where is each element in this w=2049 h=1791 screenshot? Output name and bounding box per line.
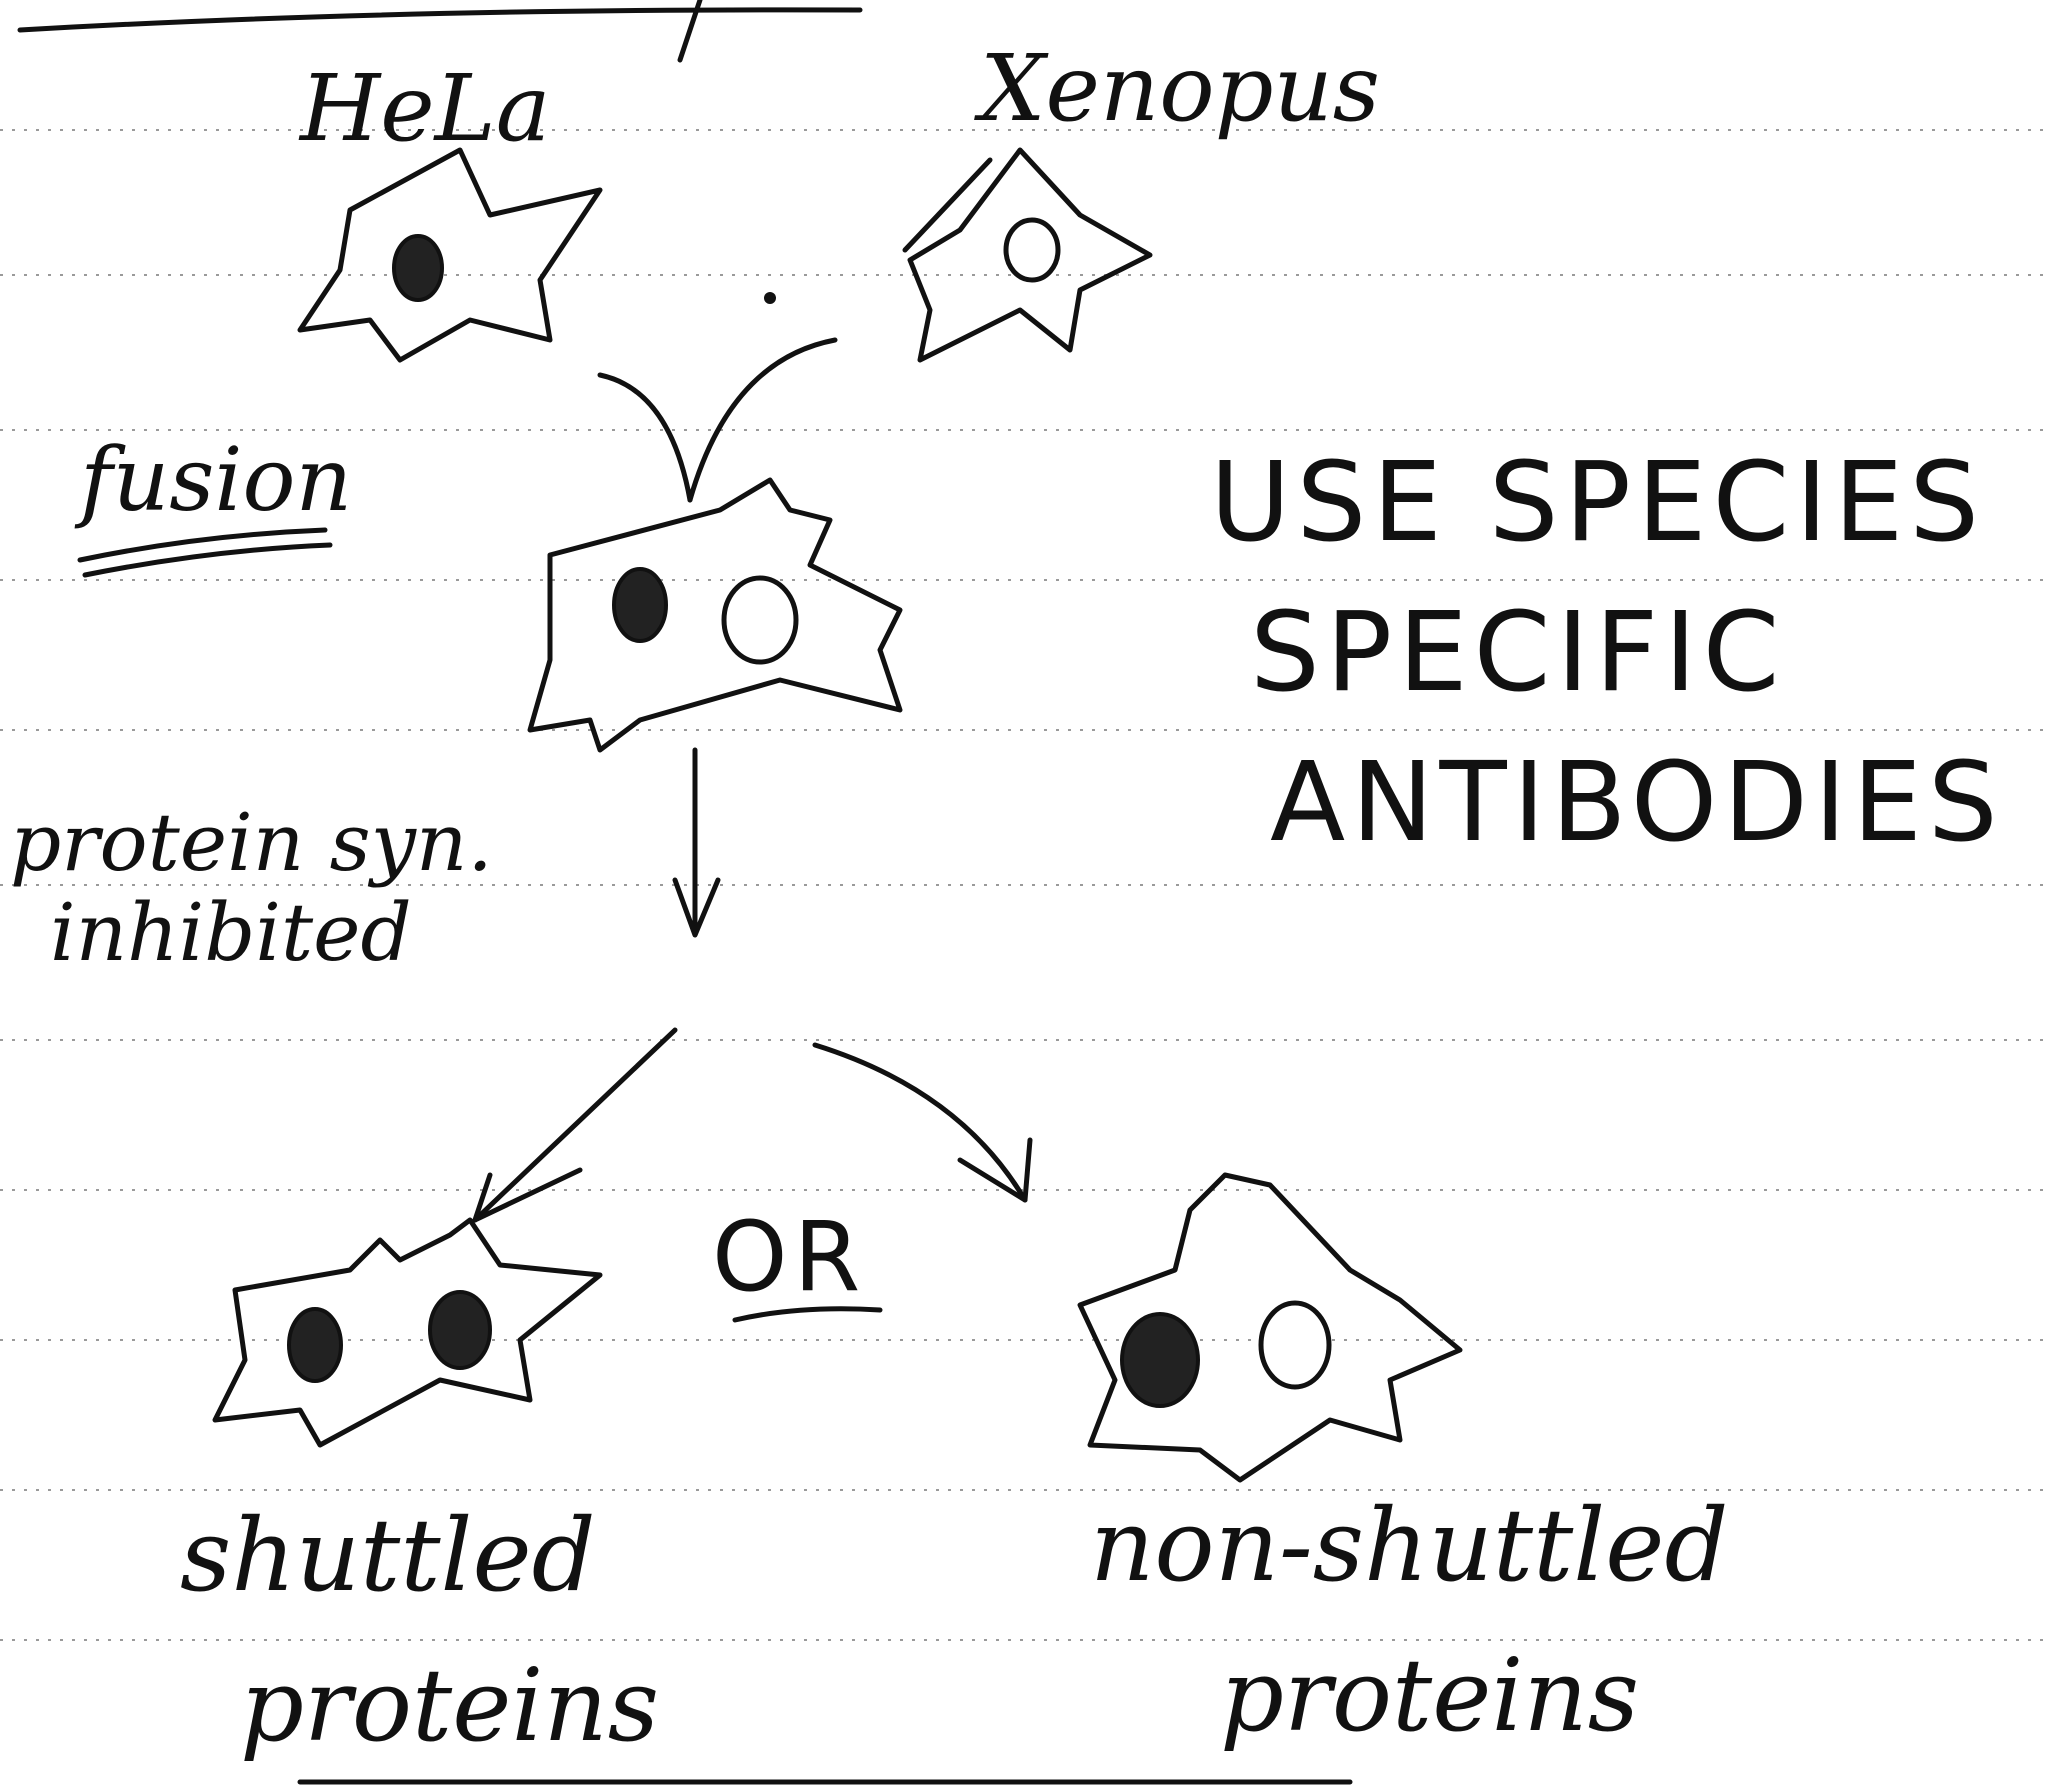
xenopus-label: Xenopus: [974, 35, 1380, 142]
nonshuttled-label-line1: non-shuttled: [1090, 1487, 1728, 1604]
hela-cell-icon: [300, 150, 600, 360]
method-line-2: SPECIFIC: [1250, 588, 1785, 716]
inhibition-label-line2: inhibited: [50, 886, 412, 979]
shuttled-cell-icon: [215, 1220, 600, 1445]
or-label: OR: [712, 1201, 866, 1313]
right-branch-arrow-icon: [815, 1045, 1030, 1200]
down-arrow-icon: [675, 750, 718, 935]
shuttled-label-line2: proteins: [240, 1647, 659, 1764]
method-line-1: USE SPECIES: [1210, 438, 1985, 566]
nonshuttled-label-line2: proteins: [1220, 1637, 1639, 1754]
fusion-label: fusion: [74, 428, 352, 531]
heterokaryon-cell-icon: [530, 480, 900, 750]
shuttled-label-line1: shuttled: [180, 1497, 596, 1614]
hela-label: HeLa: [298, 55, 551, 162]
inhibition-label-line1: protein syn.: [10, 796, 493, 889]
merge-dot: [764, 292, 776, 304]
left-branch-arrow-icon: [475, 1030, 675, 1220]
method-line-3: ANTIBODIES: [1270, 738, 2004, 866]
heading-underline: [20, 10, 860, 30]
nonshuttled-cell-icon: [1080, 1175, 1460, 1480]
merge-line-left: [600, 375, 690, 500]
xenopus-cell-icon: [905, 150, 1150, 360]
merge-line-right: [690, 340, 835, 500]
